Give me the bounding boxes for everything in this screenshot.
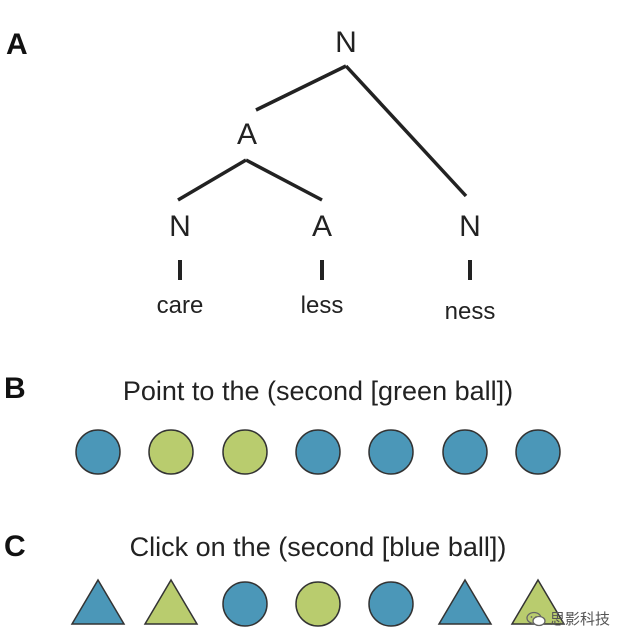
row-b-blue-circle-4[interactable]: [295, 429, 341, 475]
edge-root-to-n: [344, 64, 468, 198]
row-c-blue-triangle-1[interactable]: [70, 578, 126, 625]
tree-node-left-leaf: N: [169, 210, 191, 243]
shape-row-b: [75, 429, 561, 475]
word-care: care: [156, 292, 204, 319]
panel-label-b: B: [4, 372, 26, 405]
edge-root-to-a: [255, 64, 347, 112]
row-c-green-circle-4[interactable]: [295, 581, 341, 627]
panel-label-c: C: [4, 530, 26, 563]
watermark-text: 思影科技: [549, 611, 610, 628]
row-b-blue-circle-7[interactable]: [515, 429, 561, 475]
row-b-blue-circle-1[interactable]: [75, 429, 121, 475]
word-ness: ness: [444, 298, 496, 325]
row-b-green-circle-3[interactable]: [222, 429, 268, 475]
row-c-green-triangle-2[interactable]: [143, 578, 199, 625]
row-c-blue-circle-3[interactable]: [222, 581, 268, 627]
tree-node-mid: A: [236, 118, 258, 151]
row-b-blue-circle-6[interactable]: [442, 429, 488, 475]
tree-node-mid-leaf: A: [311, 210, 333, 243]
parse-tree-edges: [177, 64, 472, 280]
row-c-blue-triangle-6[interactable]: [437, 578, 493, 625]
tree-node-right-leaf: N: [459, 210, 481, 243]
wechat-icon: [526, 611, 546, 626]
row-b-green-circle-2[interactable]: [148, 429, 194, 475]
edge-a-to-n: [177, 158, 247, 202]
row-b-blue-circle-5[interactable]: [368, 429, 414, 475]
shape-row-c: [70, 578, 566, 627]
prompt-c: Click on the (second [blue ball]): [129, 532, 507, 562]
row-c-blue-circle-5[interactable]: [368, 581, 414, 627]
panel-label-a: A: [6, 28, 28, 61]
edge-a-to-a: [245, 158, 323, 202]
word-less: less: [300, 292, 344, 319]
prompt-b: Point to the (second [green ball]): [122, 376, 514, 406]
watermark: 思影科技: [526, 608, 610, 629]
tree-node-root: N: [335, 26, 357, 59]
